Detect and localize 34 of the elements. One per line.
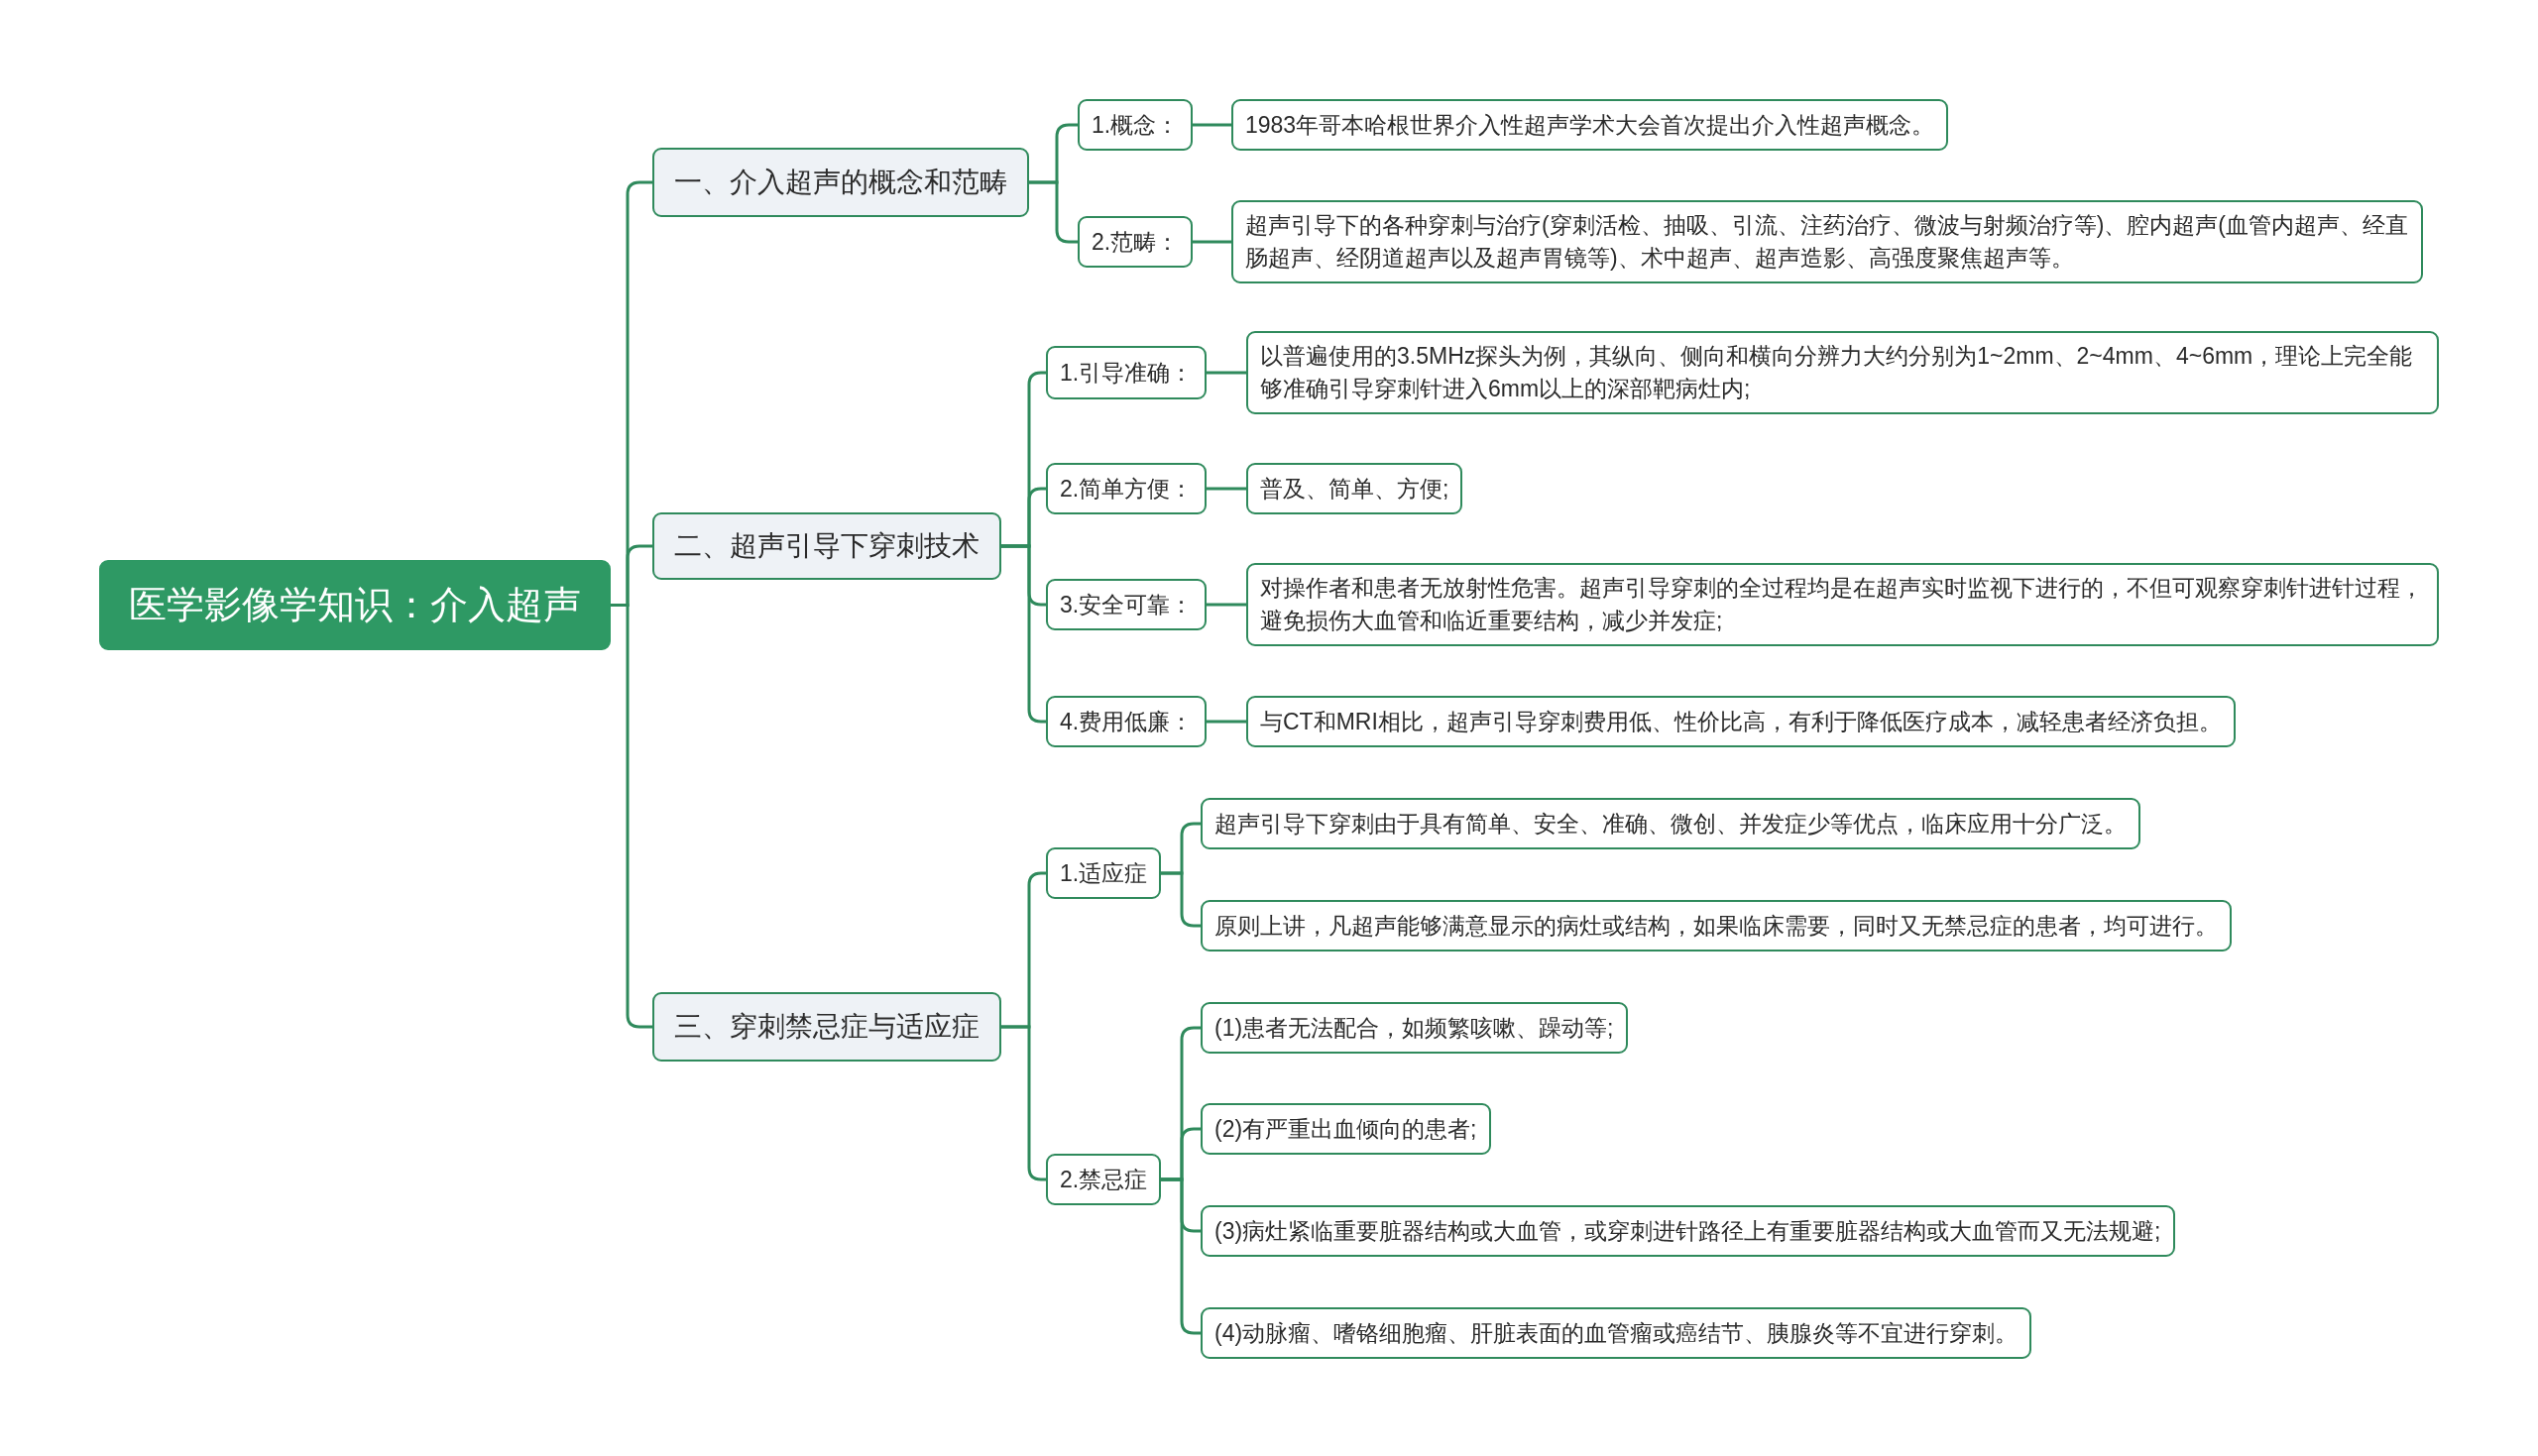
- detail-box: (3)病灶紧临重要脏器结构或大血管，或穿刺进针路径上有重要脏器结构或大血管而又无法规避;: [1201, 1205, 2175, 1257]
- detail-box: 与CT和MRI相比，超声引导穿刺费用低、性价比高，有利于降低医疗成本，减轻患者经济负担。: [1246, 696, 2236, 747]
- detail-box: (1)患者无法配合，如频繁咳嗽、躁动等;: [1201, 1002, 1628, 1054]
- subtopic-box: 2.范畴：: [1078, 216, 1194, 268]
- detail-box: 超声引导下的各种穿刺与治疗(穿刺活检、抽吸、引流、注药治疗、微波与射频治疗等)、腔内超声(血管内超声、经直肠超声、经阴道超声以及超声胃镜等)、术中超声、超声造影、高强度聚焦超声等。: [1231, 200, 2423, 283]
- detail-box: 原则上讲，凡超声能够满意显示的病灶或结构，如果临床需要，同时又无禁忌症的患者，均可进行。: [1201, 900, 2232, 952]
- connector-line: [1207, 487, 1246, 491]
- detail-box: 超声引导下穿刺由于具有简单、安全、准确、微创、并发症少等优点，临床应用十分广泛。: [1201, 798, 2140, 849]
- connector-line: [1207, 603, 1246, 607]
- subtopic-box: 1.适应症: [1046, 847, 1162, 899]
- connector-line: [1193, 123, 1231, 127]
- detail-box: 1983年哥本哈根世界介入性超声学术大会首次提出介入性超声概念。: [1231, 99, 1949, 151]
- connector-line: [1161, 1177, 1201, 1335]
- connector-line: [611, 604, 652, 1029]
- detail-box: 对操作者和患者无放射性危害。超声引导穿刺的全过程均是在超声实时监视下进行的，不但可观察穿刺针进针过程，避免损伤大血管和临近重要结构，减少并发症;: [1246, 563, 2439, 646]
- detail-box: 普及、简单、方便;: [1246, 463, 1463, 514]
- detail-box: (2)有严重出血倾向的患者;: [1201, 1103, 1491, 1155]
- subtopic-box: 3.安全可靠：: [1046, 579, 1208, 630]
- connector-line: [1161, 871, 1201, 928]
- detail-box: 以普遍使用的3.5MHz探头为例，其纵向、侧向和横向分辨力大约分别为1~2mm、2~4mm、4~6mm，理论上完全能够准确引导穿刺针进入6mm以上的深部靶病灶内;: [1246, 331, 2439, 414]
- connector-line: [1207, 371, 1246, 375]
- topic-box: 一、介入超声的概念和范畴: [652, 148, 1029, 217]
- subtopic-box: 1.引导准确：: [1046, 346, 1208, 399]
- subtopic-box: 4.费用低廉：: [1046, 696, 1208, 747]
- connector-line: [1207, 720, 1246, 724]
- subtopic-box: 2.简单方便：: [1046, 463, 1208, 514]
- connector-line: [1029, 180, 1078, 244]
- subtopic-box: 1.概念：: [1078, 99, 1194, 151]
- detail-box: (4)动脉瘤、嗜铬细胞瘤、肝脏表面的血管瘤或癌结节、胰腺炎等不宜进行穿刺。: [1201, 1307, 2032, 1359]
- topic-box: 二、超声引导下穿刺技术: [652, 512, 1001, 580]
- central-topic-box: 医学影像学知识：介入超声: [99, 560, 611, 650]
- subtopic-box: 2.禁忌症: [1046, 1154, 1162, 1205]
- connector-line: [1193, 240, 1231, 244]
- topic-box: 三、穿刺禁忌症与适应症: [652, 992, 1001, 1062]
